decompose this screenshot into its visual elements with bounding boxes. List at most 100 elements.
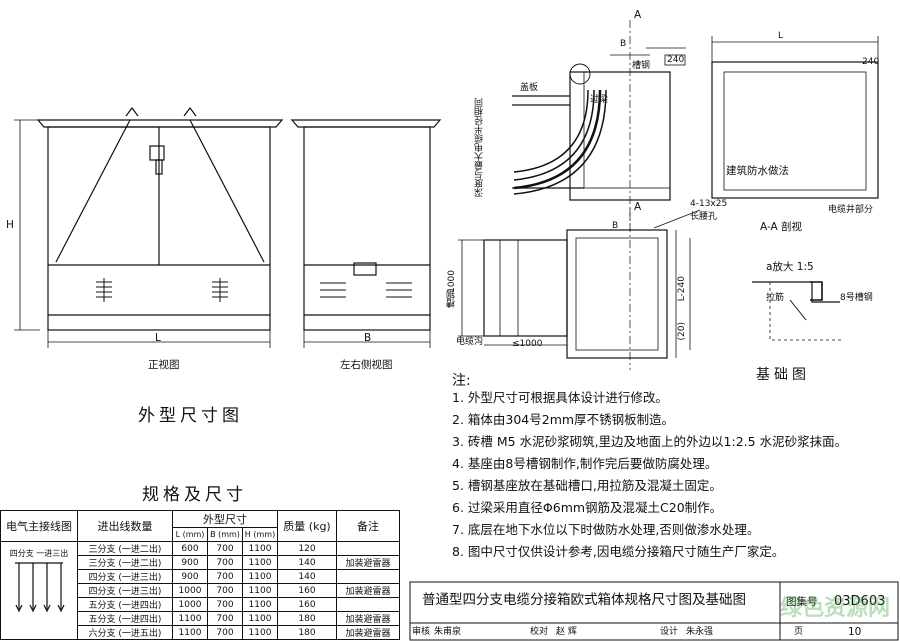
title-block-lines	[409, 581, 899, 641]
checker-name: 赵 辉	[556, 627, 577, 637]
holes-label-2: 长腰孔	[690, 212, 718, 222]
th-in-out: 进出线数量	[77, 510, 173, 542]
foundation-title: 基础图	[756, 367, 810, 383]
row-h: 1100	[242, 555, 278, 570]
row-h: 1100	[242, 541, 278, 556]
row-weight: 160	[277, 583, 337, 598]
th-l: L (mm)	[172, 527, 208, 542]
row-b: 700	[207, 611, 243, 626]
drawing-title: 普通型四分支电缆分接箱欧式箱体规格尺寸图及基础图	[422, 592, 746, 608]
row-remark: 加装避雷器	[336, 611, 400, 626]
row-in-out: 五分支 (一进四出)	[77, 597, 173, 612]
row-remark	[336, 569, 400, 584]
note-item: 7. 底层在地下水位以下时做防水处理,否则做渗水处理。	[452, 522, 760, 537]
waterproof-label: 建筑防水做法	[726, 165, 789, 177]
th-h: H (mm)	[242, 527, 278, 542]
section-240-label: 240	[667, 55, 685, 65]
cable-depth-label: 深度与最大电缆半径相同	[475, 98, 485, 197]
check-label: 校对	[530, 627, 549, 637]
note-item: 4. 基座由8号槽钢制作,制作完后要做防腐处理。	[452, 456, 718, 471]
channel8-label: 8号槽钢	[840, 293, 873, 303]
aa-section-detail	[752, 281, 842, 341]
row-b: 700	[207, 583, 243, 598]
lintel-label: 过梁	[590, 95, 609, 105]
row-remark	[336, 541, 400, 556]
holes-label: 4-13x25	[690, 199, 728, 209]
spec-title: 规格及尺寸	[142, 485, 247, 505]
notes-head: 注:	[452, 373, 471, 389]
row-b: 700	[207, 541, 243, 556]
row-remark: 加装避雷器	[336, 583, 400, 598]
reviewer-name: 朱甫泉	[434, 627, 462, 637]
section-b-label: B	[620, 39, 627, 49]
row-l: 1100	[172, 625, 208, 640]
section-cut-label: A	[634, 9, 642, 21]
lt1000-label: ≤1000	[512, 339, 543, 349]
spec-table: 电气主接线图 进出线数量 外型尺寸 质量 (kg) 备注 L (mm) B (m…	[0, 510, 400, 640]
row-remark	[336, 597, 400, 612]
design-label: 设计	[660, 627, 679, 637]
note-item: 2. 箱体由304号2mm厚不锈钢板制造。	[452, 412, 675, 427]
row-h: 1100	[242, 625, 278, 640]
th-b: B (mm)	[207, 527, 243, 542]
row-h: 1100	[242, 597, 278, 612]
row-weight: 180	[277, 611, 337, 626]
page-label: 页	[794, 627, 804, 637]
page-number: 10	[848, 626, 862, 638]
review-label: 审核	[412, 627, 431, 637]
row-in-out: 三分支 (一进二出)	[77, 541, 173, 556]
row-weight: 140	[277, 555, 337, 570]
row-h: 1100	[242, 611, 278, 626]
front-length-label: L	[155, 332, 161, 344]
atlas-number: 03D603	[834, 594, 886, 609]
atlas-label: 图集号	[786, 596, 818, 608]
th-wiring: 电气主接线图	[0, 510, 78, 542]
row-l: 900	[172, 555, 208, 570]
row-weight: 120	[277, 541, 337, 556]
row-in-out: 三分支 (一进二出)	[77, 555, 173, 570]
cable-trench-label: 电缆沟	[456, 337, 484, 347]
row-remark: 加装避雷器	[336, 625, 400, 640]
aa-section-title: A-A 剖视	[760, 221, 803, 233]
note-item: 5. 槽钢基座放在基础槽口,用拉筋及混凝土固定。	[452, 478, 722, 493]
note-item: 8. 图中尺寸仅供设计参考,因电缆分接箱尺寸随生产厂家定。	[452, 544, 785, 559]
front-view-caption: 正视图	[148, 359, 180, 371]
dim-20-label: (20)	[677, 322, 687, 341]
row-in-out: 六分支 (一进五出)	[77, 625, 173, 640]
th-weight: 质量 (kg)	[277, 510, 337, 542]
plan-l240-label: L-240	[677, 276, 687, 302]
row-in-out: 四分支 (一进三出)	[77, 583, 173, 598]
plan-b-label: B	[612, 221, 619, 231]
side-b-label: B	[364, 332, 372, 344]
wiring-diagram-cell: 四分支 一进三出	[0, 541, 78, 640]
section-right-view	[711, 36, 879, 199]
row-l: 600	[172, 541, 208, 556]
plan-channel-label: 槽钢	[447, 290, 457, 308]
well-part-label: 电缆井部分	[828, 205, 874, 215]
row-b: 700	[207, 625, 243, 640]
row-remark: 加装避雷器	[336, 555, 400, 570]
aa-zoom-label: a放大 1:5	[766, 261, 814, 273]
wiring-diagram-icon	[15, 562, 65, 613]
rebar-label: 拉筋	[766, 293, 785, 303]
well-240-label: 240	[862, 57, 880, 67]
channel-label: 槽钢	[632, 61, 651, 71]
row-l: 1000	[172, 583, 208, 598]
note-item: 1. 外型尺寸可根据具体设计进行修改。	[452, 390, 668, 405]
th-outline: 外型尺寸	[172, 510, 278, 528]
side-view	[290, 119, 442, 348]
row-in-out: 四分支 (一进三出)	[77, 569, 173, 584]
row-weight: 140	[277, 569, 337, 584]
side-view-caption: 左右侧视图	[340, 359, 393, 371]
front-height-label: H	[6, 219, 14, 231]
outline-title: 外型尺寸图	[138, 406, 243, 426]
watermark-logo: 绿色资源网	[780, 596, 891, 621]
row-weight: 180	[277, 625, 337, 640]
row-l: 1100	[172, 611, 208, 626]
well-l-label: L	[778, 31, 784, 41]
section-top-view	[512, 20, 686, 230]
cover-label: 盖板	[520, 83, 539, 93]
row-in-out: 五分支 (一进四出)	[77, 611, 173, 626]
designer-name: 朱永强	[686, 627, 714, 637]
